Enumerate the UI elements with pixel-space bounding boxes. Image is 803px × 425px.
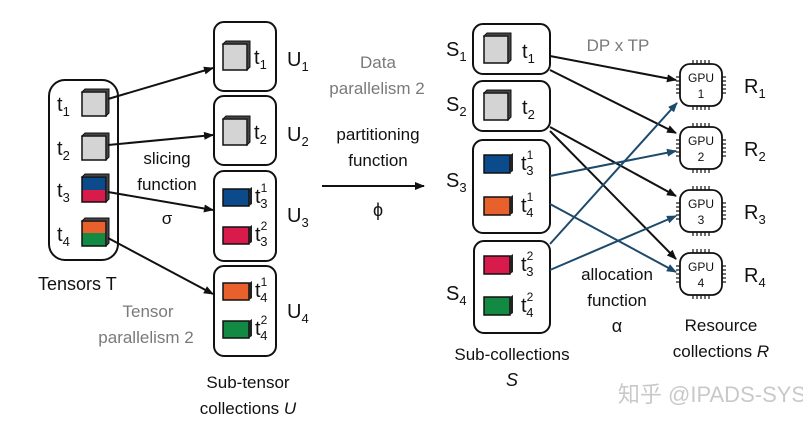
tensor-parallelism-label: Tensor xyxy=(122,302,173,321)
sigma-symbol: σ xyxy=(162,209,173,228)
sub-tensor-collections-title: Sub-tensor xyxy=(206,373,289,392)
svg-text:t23: t23 xyxy=(255,219,268,249)
svg-text:t2: t2 xyxy=(522,97,535,122)
svg-text:t14: t14 xyxy=(255,275,268,305)
allocation-arrow xyxy=(549,130,677,260)
gpu-number: 3 xyxy=(698,213,705,227)
tensor-cube-t2 xyxy=(80,132,110,162)
gpu-chip-1: GPU 1 xyxy=(676,60,726,110)
svg-text:t24: t24 xyxy=(521,290,534,320)
allocation-arrow xyxy=(549,55,677,83)
partitioning-label: function xyxy=(348,151,408,170)
svg-text:t2: t2 xyxy=(254,122,267,147)
allocation-label: allocation xyxy=(581,265,653,284)
svg-text:t13: t13 xyxy=(255,181,268,211)
sub-tensor-collection-u1: t1 xyxy=(213,21,277,92)
s-label: S2 xyxy=(446,94,467,119)
svg-text:t14: t14 xyxy=(521,190,534,220)
data-parallelism-label: Data xyxy=(360,53,396,72)
slicing-arrow xyxy=(107,191,214,213)
sub-collections-title: Sub-collections xyxy=(454,345,569,364)
tensors-box xyxy=(48,79,119,261)
gpu-chip-4: GPU 4 xyxy=(676,249,726,299)
slicing-arrow xyxy=(107,66,214,100)
svg-text:t24: t24 xyxy=(255,313,268,343)
u-label: U3 xyxy=(287,205,309,230)
allocation-arrow xyxy=(549,203,677,273)
resource-collections-title: Resource xyxy=(685,316,758,335)
resource-label: R2 xyxy=(744,139,766,164)
resource-label: R1 xyxy=(744,76,766,101)
resource-label: R3 xyxy=(744,202,766,227)
u-label: U2 xyxy=(287,124,309,149)
data-parallelism-label: parallelism 2 xyxy=(329,79,424,98)
svg-text:t1: t1 xyxy=(254,47,267,72)
sub-collection-s2: t2 xyxy=(472,80,551,132)
sub-tensor-collections-title: collections U xyxy=(200,399,297,418)
svg-text:t13: t13 xyxy=(521,148,534,178)
sub-tensor-collection-u2: t2 xyxy=(213,95,277,166)
sub-collections-title-var: S xyxy=(506,370,518,390)
tensor-label: t1 xyxy=(57,94,70,119)
gpu-chip-3: GPU 3 xyxy=(676,186,726,236)
partitioning-label: partitioning xyxy=(336,125,419,144)
slicing-label: slicing xyxy=(143,149,190,168)
s-label: S3 xyxy=(446,170,467,195)
slicing-arrow xyxy=(107,237,214,295)
u-label: U1 xyxy=(287,49,309,74)
svg-text:t23: t23 xyxy=(521,249,534,279)
slicing-label: function xyxy=(137,175,197,194)
gpu-name: GPU xyxy=(688,260,714,274)
gpu-name: GPU xyxy=(688,134,714,148)
s-label: S1 xyxy=(446,39,467,64)
resource-label: R4 xyxy=(744,265,766,290)
slicing-arrow xyxy=(107,131,214,146)
allocation-arrow xyxy=(549,148,677,177)
gpu-name: GPU xyxy=(688,197,714,211)
allocation-arrow xyxy=(549,215,677,271)
tensor-label: t4 xyxy=(57,224,70,249)
gpu-icon xyxy=(679,189,723,233)
sub-collection-s1: t1 xyxy=(472,23,551,75)
gpu-number: 4 xyxy=(698,276,705,290)
tensor-cube-t1 xyxy=(80,88,110,118)
gpu-icon xyxy=(679,63,723,107)
alpha-symbol: α xyxy=(612,316,622,336)
tensors-group: t1 t2 t3 t4 xyxy=(48,79,119,261)
allocation-arrow xyxy=(549,69,677,134)
tensor-parallelism-label: parallelism 2 xyxy=(98,328,193,347)
resource-collections-title: collections R xyxy=(673,342,769,361)
tensor-label: t2 xyxy=(57,138,70,163)
tensor-cube-t3 xyxy=(80,173,110,204)
watermark: 知乎 @IPADS-SYS xyxy=(618,382,803,407)
dp-tp-label: DP x TP xyxy=(587,36,650,55)
tensor-label: t3 xyxy=(57,180,70,205)
gpu-icon xyxy=(679,252,723,296)
gpu-chip-2: GPU 2 xyxy=(676,123,726,173)
gpu-number: 2 xyxy=(698,150,705,164)
gpu-number: 1 xyxy=(698,87,705,101)
svg-text:t1: t1 xyxy=(522,41,535,66)
tensor-cube-t4 xyxy=(80,217,110,248)
u-label: U4 xyxy=(287,301,309,326)
s-label: S4 xyxy=(446,283,467,308)
phi-symbol: ϕ xyxy=(373,200,383,220)
allocation-arrow xyxy=(549,126,677,197)
gpu-icon xyxy=(679,126,723,170)
gpu-name: GPU xyxy=(688,71,714,85)
allocation-arrow xyxy=(549,102,678,245)
tensors-title: Tensors T xyxy=(38,274,117,294)
allocation-label: function xyxy=(587,291,647,310)
